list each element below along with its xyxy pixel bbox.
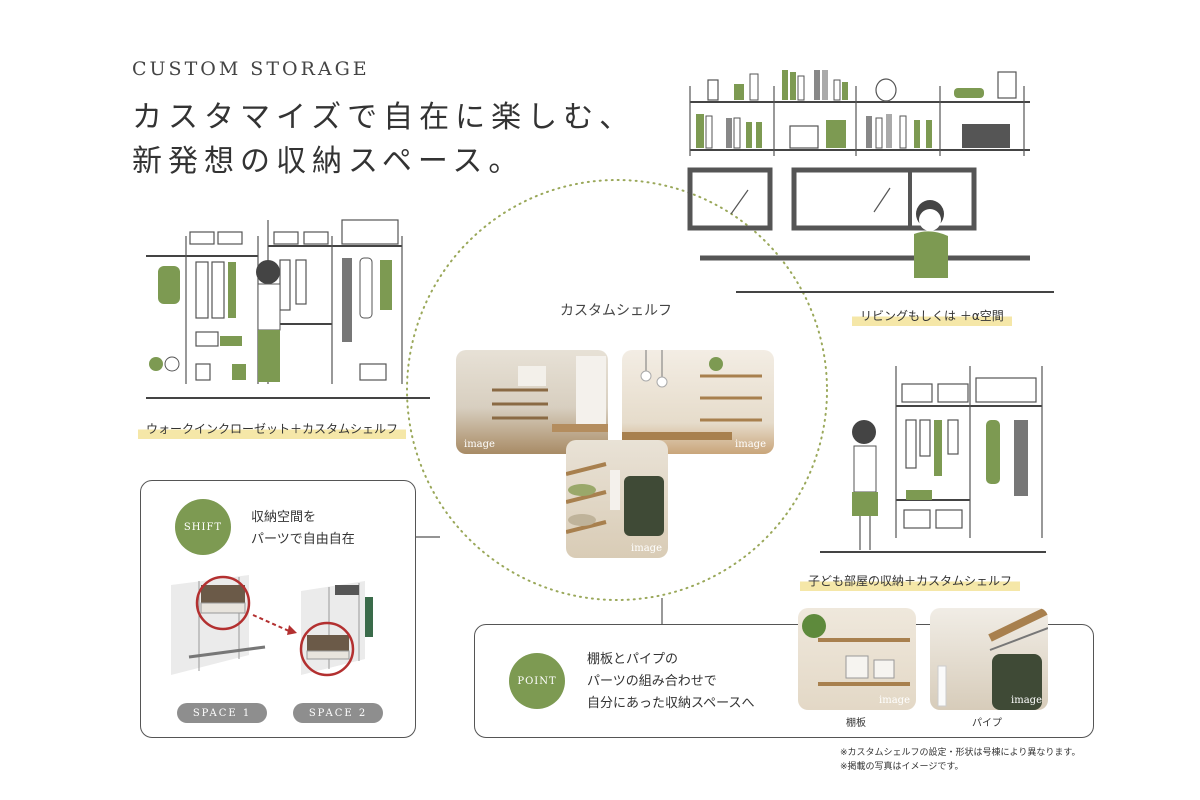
photo-closet: image (566, 440, 668, 558)
living-label: リビングもしくは ＋α空間 (852, 305, 1012, 326)
pipe-caption: パイプ (972, 718, 1002, 729)
shelf-board-caption: 棚板 (846, 718, 866, 729)
headline-line-2: 新発想の収納スペース。 (132, 144, 525, 179)
footnote-1: ※カスタムシェルフの設定・形状は号棟により異なります。 (840, 748, 1081, 758)
walkin-illustration (146, 219, 430, 399)
kids-label: 子ども部屋の収納＋カスタムシェルフ (800, 570, 1021, 591)
image-tag: image (879, 695, 910, 706)
photo-room-2: image (622, 350, 774, 454)
center-title: カスタムシェルフ (560, 303, 672, 319)
dotted-circle (406, 179, 828, 601)
shift-box: SHIFT 収納空間を パーツで自由自在 SPACE 1 SPACE 2 (140, 480, 416, 738)
kids-illustration (820, 366, 1046, 553)
point-text-line-3: 自分にあった収納スペースへ (587, 696, 755, 711)
shift-text: 収納空間を パーツで自由自在 (251, 507, 355, 551)
image-tag: image (464, 439, 495, 450)
shift-text-line-1: 収納空間を (251, 510, 317, 525)
image-tag: image (631, 543, 662, 554)
footnote-2: ※掲載の写真はイメージです。 (840, 762, 964, 772)
point-text: 棚板とパイプの パーツの組み合わせで 自分にあった収納スペースへ (587, 649, 754, 715)
photo-shelf-board: image (798, 608, 916, 710)
point-text-line-1: 棚板とパイプの (587, 652, 679, 667)
space-2-label: SPACE 2 (293, 703, 383, 723)
headline-line-1: カスタマイズで自在に楽しむ、 (132, 100, 636, 135)
shift-diagram (171, 575, 373, 677)
living-illustration (687, 70, 1054, 293)
headline: カスタマイズで自在に楽しむ、 新発想の収納スペース。 (132, 96, 635, 184)
shift-badge: SHIFT (175, 499, 231, 555)
space-1-label: SPACE 1 (177, 703, 267, 723)
shift-text-line-2: パーツで自由自在 (251, 532, 355, 547)
point-badge: POINT (509, 653, 565, 709)
image-tag: image (1011, 695, 1042, 706)
walkin-label: ウォークインクローゼット＋カスタムシェルフ (138, 418, 407, 439)
photo-pipe: image (930, 608, 1048, 710)
image-tag: image (735, 439, 766, 450)
point-text-line-2: パーツの組み合わせで (587, 674, 717, 689)
footnotes: ※カスタムシェルフの設定・形状は号棟により異なります。 ※掲載の写真はイメージで… (840, 746, 1080, 774)
section-eyebrow: CUSTOM STORAGE (132, 58, 370, 80)
photo-room-1: image (456, 350, 608, 454)
